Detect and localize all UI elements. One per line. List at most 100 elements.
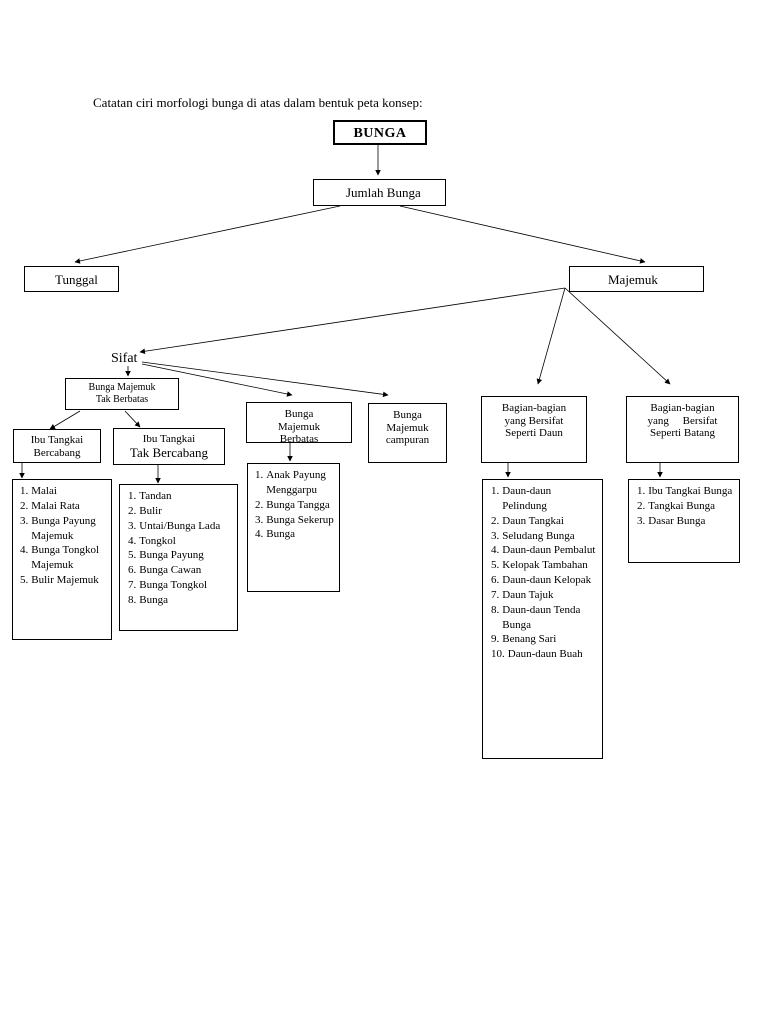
- list-item-text: Daun-daun Kelopak: [502, 574, 592, 587]
- list-item: 3.Dasar Bunga: [637, 514, 733, 529]
- list-item-number: 6.: [128, 564, 137, 577]
- list-item-text: Bunga Sekerup: [266, 513, 334, 526]
- list-item: 8.Daun-daun Tenda Bunga: [491, 603, 596, 633]
- list-item: 4.Daun-daun Pembalut: [491, 543, 596, 558]
- list-item-text: Malai: [31, 485, 57, 497]
- node-bunga-majemuk-tak-berbatas: Bunga Majemuk Tak Berbatas: [65, 378, 179, 410]
- list-item-text: Daun Tajuk: [502, 588, 554, 601]
- arrow-jumlah-majemuk: [399, 205, 646, 264]
- list-item: 2.Malai Rata: [20, 499, 105, 514]
- list-item-number: 2.: [128, 504, 137, 517]
- list-item: 7.Daun Tajuk: [491, 588, 596, 603]
- list-item-text: Daun-daun Tenda Bunga: [502, 603, 581, 631]
- list-item-text: Bulir: [139, 504, 162, 517]
- list-item-number: 8.: [491, 603, 500, 616]
- node-daun-line-2: yang Bersifat: [504, 414, 564, 427]
- list-item-text: Tongkol: [139, 534, 176, 547]
- node-bunga-majemuk-berbatas: Bunga Majemuk Berbatas: [246, 402, 352, 443]
- list-item-number: 1.: [20, 485, 29, 497]
- node-batang-line-3: Seperti Batang: [649, 427, 716, 440]
- list-item-number: 1.: [128, 490, 137, 502]
- list-item: 10.Daun-daun Buah: [491, 647, 596, 662]
- list-item-text: Tangkai Bunga: [648, 499, 715, 512]
- list-item-text: Anak Payung Menggarpu: [266, 469, 326, 496]
- arrow-majemuk-sifat: [139, 287, 566, 355]
- list-item: 3.Untai/Bunga Lada: [128, 519, 231, 534]
- node-bunga: BUNGA: [333, 120, 427, 145]
- node-bersifat-seperti-daun: Bagian-bagian yang Bersifat Seperti Daun: [481, 396, 587, 463]
- list-item: 2.Tangkai Bunga: [637, 499, 733, 514]
- list-item: 4.Bunga: [255, 527, 335, 542]
- list-item-number: 5.: [128, 549, 137, 562]
- node-bercabang-line-2: Bercabang: [33, 446, 81, 459]
- node-bunga-label: BUNGA: [353, 126, 407, 141]
- node-tak-bercabang-line-1: Ibu Tangkai: [142, 433, 196, 445]
- node-bunga-majemuk-campuran: Bunga Majemuk campuran: [368, 403, 447, 463]
- list-item-number: 1.: [637, 485, 646, 497]
- node-daun-line-1: Bagian-bagian: [501, 402, 567, 414]
- list-item-text: Bunga: [266, 528, 295, 541]
- node-jumlah-bunga: Jumlah Bunga: [313, 179, 446, 206]
- node-tunggal: Tunggal: [24, 266, 119, 292]
- list-item: 6.Daun-daun Kelopak: [491, 573, 596, 588]
- list-item-number: 5.: [20, 574, 29, 587]
- node-tak-berbatas-line-2: Tak Berbatas: [95, 393, 149, 405]
- arrow-majemuk-batang: [564, 287, 671, 385]
- list-item-number: 4.: [20, 544, 29, 557]
- arrow-tb-bercabang: [49, 410, 81, 430]
- list-item: 9.Benang Sari: [491, 632, 596, 647]
- node-berbatas-line-2: Majemuk: [277, 420, 321, 433]
- list-item: 7.Bunga Tongkol: [128, 578, 231, 593]
- list-item-text: Seludang Bunga: [502, 529, 575, 542]
- list-item-text: Dasar Bunga: [648, 514, 706, 527]
- list-item-number: 4.: [128, 534, 137, 547]
- list-item-text: Bunga Tongkol Majemuk: [31, 544, 100, 572]
- list-item-text: Ibu Tangkai Bunga: [648, 485, 733, 497]
- list-item-number: 1.: [491, 485, 500, 497]
- node-majemuk-label: Majemuk: [608, 272, 658, 287]
- node-daun-line-3: Seperti Daun: [505, 427, 563, 440]
- list-item-number: 3.: [491, 529, 500, 542]
- list-item-text: Bunga: [139, 593, 168, 606]
- list-item-text: Bunga Cawan: [139, 564, 202, 577]
- list-item-text: Bunga Tongkol: [139, 579, 208, 592]
- list-item: 4.Bunga Tongkol Majemuk: [20, 543, 105, 573]
- list-item-text: Daun-daun Pelindung: [502, 485, 552, 512]
- node-jumlah-bunga-label: Jumlah Bunga: [346, 185, 421, 200]
- list-item: 3.Seludang Bunga: [491, 529, 596, 544]
- list-item: 5.Bunga Payung: [128, 548, 231, 563]
- list-item-text: Bulir Majemuk: [31, 574, 99, 587]
- node-campuran-line-2: Majemuk: [386, 421, 429, 434]
- list-item-number: 3.: [255, 513, 264, 526]
- list-item-number: 4.: [491, 544, 500, 557]
- list-item-text: Untai/Bunga Lada: [139, 519, 221, 532]
- node-campuran-line-3: campuran: [385, 434, 430, 447]
- list-item-number: 2.: [491, 514, 500, 527]
- list-item-number: 4.: [255, 528, 264, 541]
- node-sifat: Sifat: [111, 351, 138, 366]
- node-batang-line-2: yang Bersifat: [647, 414, 718, 427]
- intro-caption: Catatan ciri morfologi bunga di atas dal…: [93, 95, 423, 110]
- list-item-text: Bunga Payung: [139, 549, 204, 562]
- list-item-text: Bunga Tangga: [266, 498, 330, 511]
- list-item: 8.Bunga: [128, 593, 231, 608]
- list-item: 2.Bunga Tangga: [255, 498, 335, 513]
- list-item-text: Bunga Payung Majemuk: [31, 514, 96, 542]
- node-bercabang-line-1: Ibu Tangkai: [30, 434, 84, 446]
- node-tunggal-label: Tunggal: [55, 272, 98, 287]
- list-item-number: 2.: [255, 498, 264, 511]
- arrow-tb-takbercabang: [124, 410, 141, 428]
- list-item-text: Kelopak Tambahan: [502, 559, 588, 572]
- node-bersifat-seperti-batang: Bagian-bagian yang Bersifat Seperti Bata…: [626, 396, 739, 463]
- list-item-number: 1.: [255, 469, 264, 481]
- node-campuran-line-1: Bunga: [393, 409, 422, 421]
- list-item: 1.Anak Payung Menggarpu: [255, 468, 335, 498]
